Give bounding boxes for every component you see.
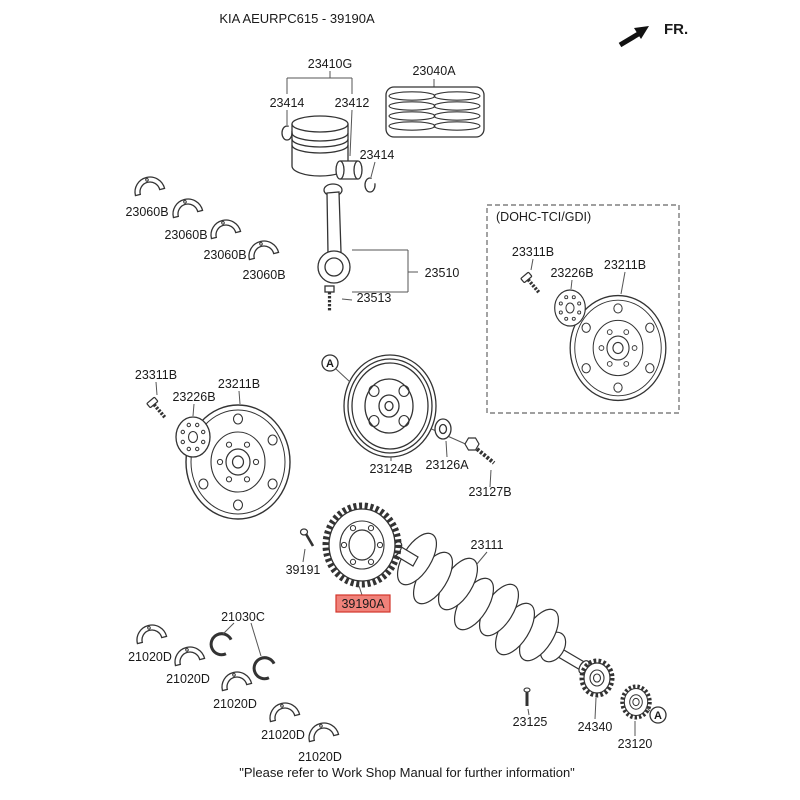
part-label-lower-bearing-4[interactable]: 21020D xyxy=(261,728,305,742)
piston-rings-drawing xyxy=(385,86,485,138)
snap-ring-right-drawing xyxy=(364,177,376,193)
adapter-plate-drawing xyxy=(175,416,211,458)
part-label-lower-bearing-5[interactable]: 21020D xyxy=(298,750,342,764)
part-label-crankshaft-pulley[interactable]: 23124B xyxy=(369,462,412,476)
part-label-piston-ring-set[interactable]: 23040A xyxy=(412,64,456,78)
pulley-washer-drawing xyxy=(434,418,452,458)
part-label-crankshaft[interactable]: 23111 xyxy=(471,538,504,552)
lower-bearings-drawing xyxy=(133,621,340,743)
thrust-washer-drawing xyxy=(249,653,277,683)
tone-wheel-drawing xyxy=(322,502,402,588)
part-label-dohc-adapter-plate[interactable]: 23226B xyxy=(550,266,593,280)
fr-label: FR. xyxy=(664,21,688,38)
part-label-piston-pin[interactable]: 23412 xyxy=(335,96,370,110)
piston-group-drawing xyxy=(281,71,435,193)
view-callout-a-gear: A xyxy=(645,706,667,724)
snap-ring-left-drawing xyxy=(281,125,293,141)
part-label-tone-wheel[interactable]: 39190A xyxy=(341,597,385,611)
rod-bracket-lines xyxy=(341,249,418,301)
pulley-group-drawing xyxy=(343,354,471,461)
header: KIA AEURPC615 - 39190A FR. xyxy=(219,11,688,48)
fr-direction-arrow-icon xyxy=(618,26,649,48)
flexplate-bolt-drawing xyxy=(144,395,171,423)
part-label-upper-bearing-2[interactable]: 23060B xyxy=(164,228,207,242)
part-label-flexplate-bolt[interactable]: 23311B xyxy=(135,368,177,382)
pulley-bolt-drawing xyxy=(464,437,496,488)
part-label-oil-pump-gear[interactable]: 23120 xyxy=(618,737,653,751)
part-label-upper-bearing-3[interactable]: 23060B xyxy=(203,248,246,262)
rod-bolt-drawing xyxy=(324,285,335,312)
dowel-pin-drawing xyxy=(523,687,531,716)
dohc-leader-lines xyxy=(530,258,626,295)
footer-note: "Please refer to Work Shop Manual for fu… xyxy=(239,765,575,780)
connecting-rod-drawing xyxy=(317,183,418,312)
oil-pump-gear-drawing xyxy=(623,687,650,736)
part-label-upper-bearing-4[interactable]: 23060B xyxy=(242,268,285,282)
part-label-snap-ring-left[interactable]: 23414 xyxy=(270,96,305,110)
tone-wheel-screw-drawing xyxy=(299,528,315,563)
part-label-dohc-bolt[interactable]: 23311B xyxy=(512,245,554,259)
part-label-main-bearing-set[interactable]: 21030C xyxy=(221,610,265,624)
callout-a-label: A xyxy=(326,358,334,370)
part-label-crank-gear[interactable]: 24340 xyxy=(578,720,613,734)
part-label-pulley-washer[interactable]: 23126A xyxy=(425,458,469,472)
callout-a-label: A xyxy=(654,710,662,722)
part-label-tone-wheel-screw[interactable]: 39191 xyxy=(286,563,321,577)
page-title: KIA AEURPC615 - 39190A xyxy=(219,11,375,26)
part-label-upper-bearing-1[interactable]: 23060B xyxy=(125,205,168,219)
part-label-dohc-flexplate[interactable]: 23211B xyxy=(604,258,646,272)
dohc-variant-title: (DOHC-TCI/GDI) xyxy=(496,210,591,224)
dohc-variant-box xyxy=(486,204,680,414)
bearing-set-leader-lines xyxy=(222,622,262,657)
part-label-snap-ring-right[interactable]: 23414 xyxy=(360,148,395,162)
crank-gear-drawing xyxy=(582,661,612,720)
thrust-washer-drawing xyxy=(206,629,234,659)
part-label-piston-assembly[interactable]: 23410G xyxy=(308,57,352,71)
piston-pin-drawing xyxy=(335,160,363,180)
part-label-connecting-rod[interactable]: 23510 xyxy=(425,266,460,280)
piston-bracket-lines xyxy=(286,71,435,178)
view-callout-a-pulley: A xyxy=(321,354,351,383)
dohc-bolt-drawing xyxy=(518,270,545,298)
part-label-dowel-pin[interactable]: 23125 xyxy=(513,715,548,729)
part-label-lower-bearing-3[interactable]: 21020D xyxy=(213,697,257,711)
part-labels: 23410G 23040A 23414 23412 23414 23060B 2… xyxy=(125,57,652,764)
part-label-pulley-bolt[interactable]: 23127B xyxy=(468,485,511,499)
flexplate-group-drawing xyxy=(144,381,291,520)
selected-part-label-group: 39190A xyxy=(335,585,391,613)
dohc-adapter-plate-drawing xyxy=(554,289,586,327)
part-label-lower-bearing-1[interactable]: 21020D xyxy=(128,650,172,664)
selected-part-highlight[interactable] xyxy=(335,594,391,613)
part-label-flexplate[interactable]: 23211B xyxy=(218,377,260,391)
part-label-adapter-plate[interactable]: 23226B xyxy=(172,390,215,404)
flexplate-leader-lines xyxy=(155,381,241,417)
part-label-lower-bearing-2[interactable]: 21020D xyxy=(166,672,210,686)
part-label-rod-bolt[interactable]: 23513 xyxy=(357,291,392,305)
